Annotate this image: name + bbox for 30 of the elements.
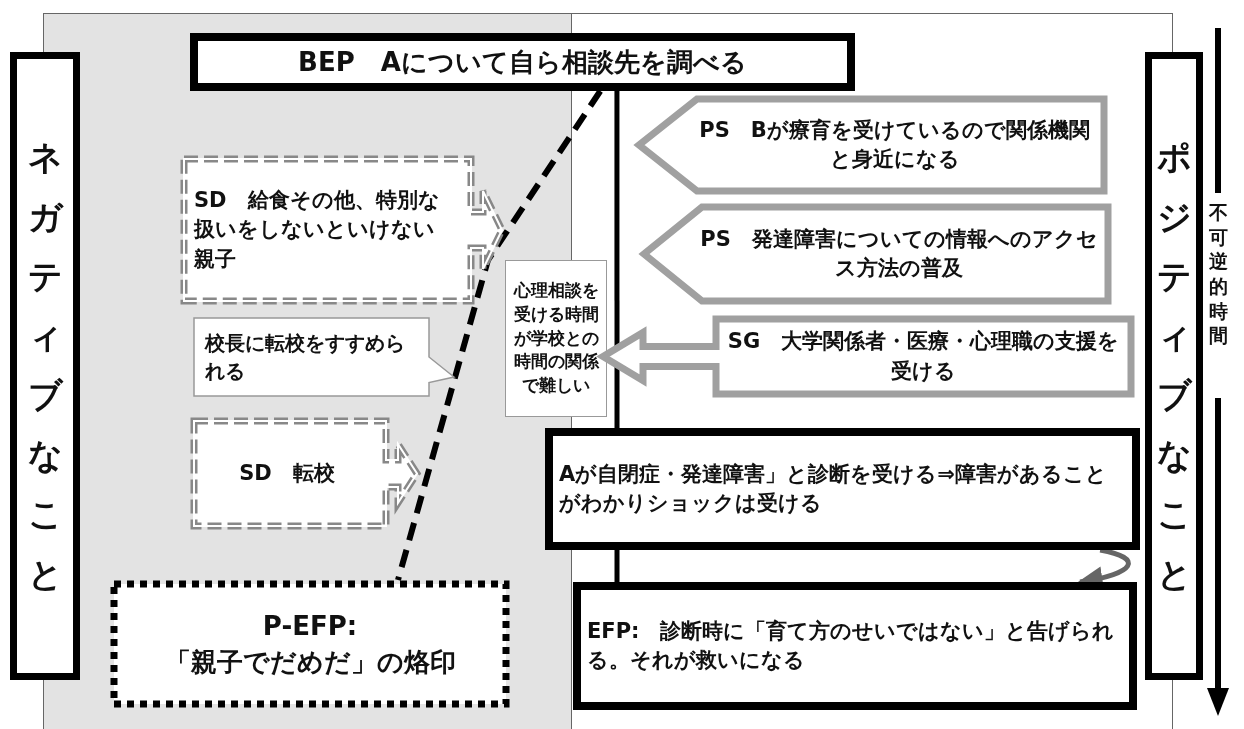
- node-text: SG 大学関係者・医療・心理職の支援を受ける: [726, 328, 1121, 385]
- process-box: [190, 33, 855, 91]
- node-text: PS 発達障害についての情報へのアクセス方法の普及: [700, 225, 1098, 282]
- node-text: BEP Aについて自ら相談先を調べる: [298, 45, 747, 79]
- dashed-line: [395, 89, 603, 581]
- node-text: 校長に転校をすすめられる: [205, 330, 406, 385]
- connector-line: [614, 550, 620, 582]
- node-text: P-EFP:: [262, 609, 358, 643]
- category-band: [10, 52, 80, 680]
- node-text: PS Bが療育を受けているので関係機関と身近になる: [698, 116, 1091, 173]
- category-band: [1145, 52, 1203, 680]
- dotted-box: [110, 580, 510, 708]
- pentagon-box: [640, 203, 1112, 305]
- dashed-arrow-box: [190, 417, 420, 530]
- node-text: ポジティブなこと: [1156, 136, 1192, 596]
- callout-box: [193, 317, 455, 397]
- node-text: SD 転校: [239, 459, 335, 487]
- note-box: [505, 260, 607, 417]
- pentagon-box: [635, 95, 1108, 195]
- node-text: EFP: 診断時に「育て方のせいではない」と告げられる。それが救いになる: [587, 617, 1116, 674]
- axis-label: 不可逆的時間: [1207, 200, 1229, 349]
- dashed-arrow-box: [180, 155, 505, 305]
- process-box: [573, 582, 1137, 710]
- node-text: ネガティブなこと: [27, 136, 63, 596]
- node-text: SD 給食その他、特別な扱いをしないといけない親子: [194, 186, 441, 273]
- node-text: 心理相談を受ける時間が学校との時間の関係で難しい: [512, 279, 601, 398]
- node-text: Aが自閉症・発達障害」と診断を受ける⇒障害があることがわかりショックは受ける: [559, 460, 1108, 517]
- process-box: [545, 428, 1140, 550]
- node-text: 「親子でだめだ」の烙印: [164, 646, 456, 679]
- connector-line: [614, 91, 620, 428]
